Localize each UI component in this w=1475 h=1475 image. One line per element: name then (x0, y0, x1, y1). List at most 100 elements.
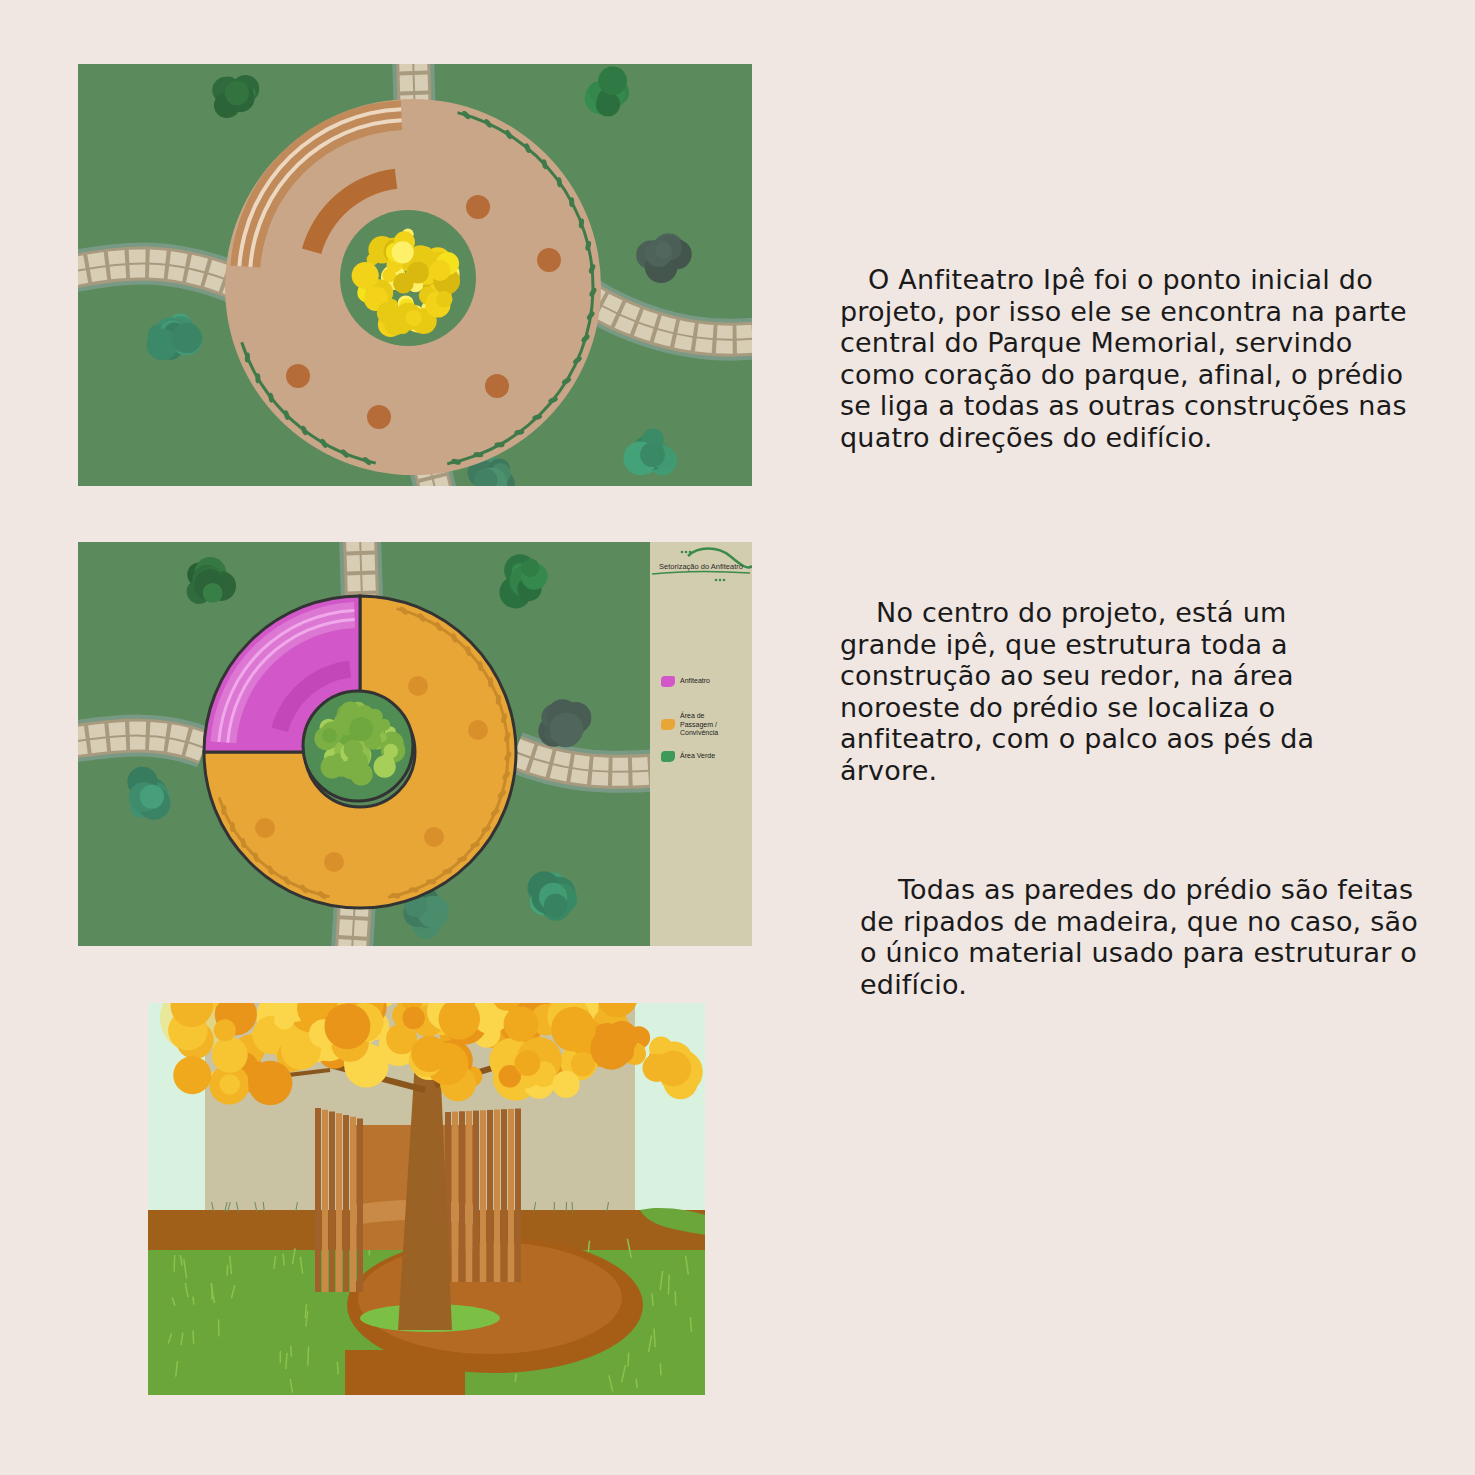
grass-blade (622, 1365, 626, 1383)
grass-blade (185, 1283, 188, 1297)
grass-blade (649, 1335, 652, 1352)
hedge-leaf (561, 376, 572, 385)
grass-blade (515, 1374, 516, 1383)
stone-joint (585, 296, 752, 340)
hedge-leaf (500, 713, 508, 724)
tree-canopy (380, 754, 394, 768)
hedge-leaf (390, 892, 401, 900)
grass-blade (336, 1362, 338, 1374)
grass-blade (686, 1256, 689, 1275)
wood-slat (343, 1115, 349, 1292)
hedge-leaf (283, 410, 290, 421)
legend-text: Área de Passagem / Convivência (680, 712, 738, 738)
grass-blade (218, 1319, 220, 1336)
grass-blade (211, 1283, 214, 1303)
wood-slat (336, 1113, 342, 1292)
ipe-foliage (219, 1074, 240, 1095)
grass-blade (300, 1257, 302, 1274)
ipe-canopy (430, 260, 451, 281)
grass-blade (652, 1293, 653, 1306)
bush (544, 894, 567, 917)
zoning-plan (78, 542, 752, 946)
hedge-leaf (408, 887, 419, 893)
wood-slat (487, 1110, 493, 1282)
grass-blade (296, 1202, 298, 1212)
hedge-leaf (556, 177, 562, 187)
hedge-line (218, 797, 330, 898)
bush (655, 242, 671, 258)
hedge-leaf (252, 852, 259, 863)
bush (140, 784, 164, 808)
ornament-dot (715, 579, 718, 582)
legend-title: Setorização do Anfiteatro (651, 562, 751, 571)
wood-slat (515, 1109, 521, 1283)
wood-slat (452, 1112, 458, 1282)
planter-dot (324, 852, 344, 872)
planter-dot (286, 364, 310, 388)
perspective-view (148, 1003, 705, 1395)
wood-slat (350, 1117, 356, 1292)
grass-blade (660, 1271, 662, 1290)
tree-canopy (349, 717, 373, 741)
hedge-leaf (495, 694, 502, 705)
wood-slat (329, 1112, 335, 1293)
hedge-leaf (569, 197, 574, 207)
wood-slat (357, 1119, 363, 1293)
hedge-leaf (580, 333, 591, 344)
hedge-leaf (442, 868, 452, 874)
stone-bricks (585, 296, 752, 340)
circulation-zone (204, 596, 516, 908)
grass-blade (607, 1202, 609, 1212)
bush (598, 66, 627, 95)
ipe-foliage (515, 1050, 541, 1076)
hedge-leaf (532, 414, 543, 421)
grass-blade (660, 1363, 662, 1375)
ipe-foliage (324, 1003, 370, 1049)
hedge-leaf (417, 612, 427, 623)
grass-blade (274, 1256, 276, 1269)
ipe-foliage (214, 1019, 236, 1041)
grass-blade (554, 1202, 555, 1212)
grass-blade (292, 1248, 295, 1264)
grass-blade (231, 1285, 234, 1298)
ipe-foliage (173, 1056, 211, 1094)
wood-slat (322, 1110, 328, 1292)
seating-zone (210, 602, 355, 743)
grass-blade (176, 1361, 178, 1377)
hedge-leaf (299, 883, 309, 894)
ipe-foliage (642, 1054, 670, 1082)
ipe-foliage (597, 1003, 637, 1017)
grass-blade (193, 1297, 194, 1305)
path-edge (78, 736, 205, 748)
stone-joint (78, 263, 240, 285)
path-edge (585, 296, 752, 340)
hedge-leaf (483, 118, 493, 129)
hedge-leaf (461, 110, 471, 121)
grass-blade (290, 1345, 292, 1356)
hedge-leaf (255, 373, 260, 383)
hedge-leaf (547, 396, 558, 404)
bush (172, 323, 202, 353)
grass-blade (227, 1202, 230, 1212)
wood-slat (494, 1110, 500, 1282)
hedge-leaf (578, 218, 585, 229)
legend-item: Área de Passagem / Convivência (661, 712, 738, 738)
hedge-leaf (503, 732, 512, 743)
hedge-leaf (244, 352, 250, 363)
hedge-leaf (434, 621, 443, 632)
legend-text: Anfiteatro (680, 677, 710, 686)
ipe-foliage (492, 1003, 522, 1011)
ornament-dot (723, 579, 726, 582)
ipe-canopy (405, 310, 421, 326)
amphitheater-zone (204, 596, 360, 752)
hedge-leaf (457, 856, 468, 863)
planter-dot (424, 827, 444, 847)
hedge-leaf (426, 879, 436, 884)
bush (203, 583, 223, 603)
bush (645, 240, 673, 268)
ipe-foliage (402, 1007, 424, 1029)
hedge-leaf (514, 429, 524, 435)
seating-stripe (237, 107, 401, 266)
path-edge (78, 263, 240, 285)
grass-blade (654, 1328, 655, 1347)
